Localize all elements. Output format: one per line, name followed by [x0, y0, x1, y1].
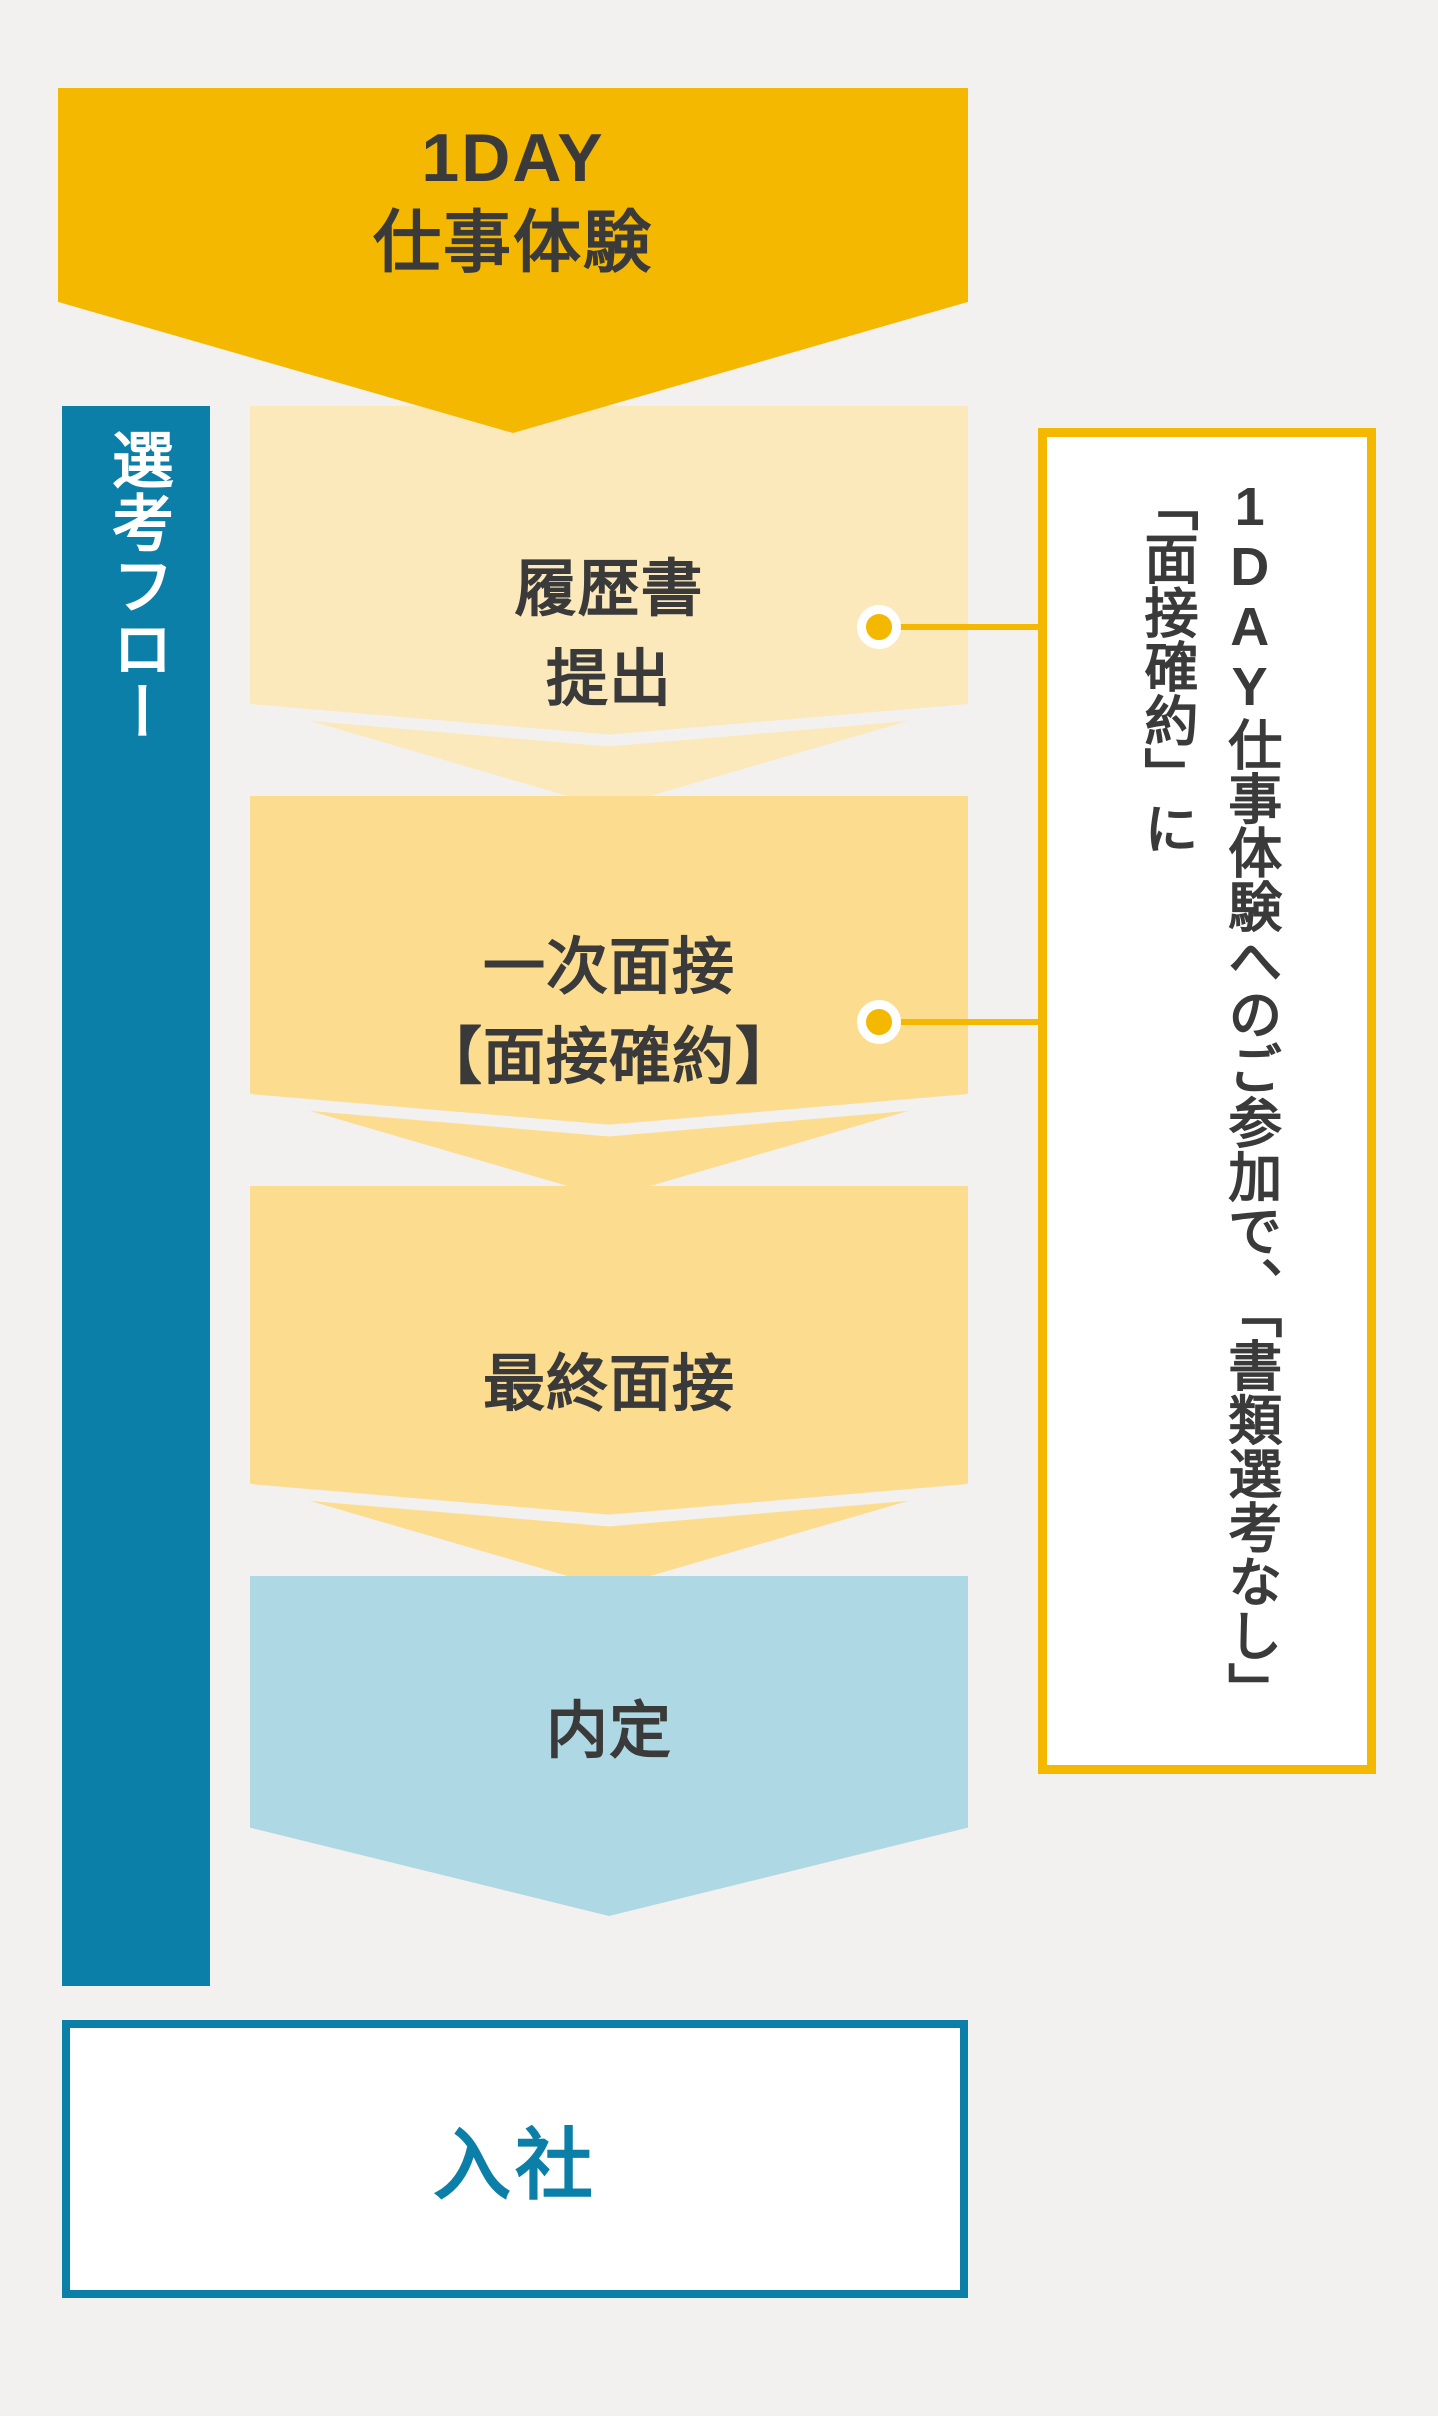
- flow-step-first-interview-line-2: 【面接確約】: [419, 1023, 798, 1092]
- callout-connector-dot-1: [857, 605, 901, 649]
- flow-step-final-interview-label: 最終面接: [483, 1340, 735, 1430]
- flow-step-offer-line-1: 内定: [545, 1697, 672, 1767]
- entry-joining-label: 入社: [432, 2121, 597, 2209]
- callout-connector-dot-2: [857, 1000, 901, 1044]
- entry-joining-box: 入社: [62, 2020, 968, 2298]
- banner-line-2: 仕事体験: [372, 205, 653, 281]
- flow-step-resume-line-2: 提出: [545, 645, 672, 714]
- benefit-callout-box: 1DAY仕事体験へのご参加で、「書類選考なし」「面接確約」に: [1038, 428, 1376, 1774]
- flow-step-resume-label: 履歴書 提出: [514, 545, 703, 725]
- flow-step-final-interview-line-1: 最終面接: [482, 1350, 735, 1420]
- selection-flow-label: 選考フロー: [101, 428, 171, 743]
- banner-line-1: 1DAY: [421, 120, 605, 196]
- flow-step-first-interview-line-1: 一次面接: [482, 933, 735, 1003]
- callout-connector-line-1: [900, 624, 1052, 630]
- benefit-callout-text: 1DAY仕事体験へのご参加で、「書類選考なし」「面接確約」に: [1136, 477, 1280, 1716]
- flow-step-final-interview: 最終面接: [250, 1186, 968, 1588]
- flow-step-offer: 内定: [250, 1576, 968, 1916]
- flow-step-first-interview-label: 一次面接 【面接確約】: [420, 923, 798, 1103]
- selection-flow-sidebar: 選考フロー: [62, 406, 210, 1986]
- one-day-work-experience-banner: 1DAY 仕事体験: [58, 88, 968, 433]
- flow-step-first-interview: 一次面接 【面接確約】: [250, 796, 968, 1198]
- flow-step-offer-label: 内定: [546, 1687, 672, 1777]
- flow-step-resume-line-1: 履歴書: [514, 555, 704, 625]
- callout-connector-line-2: [900, 1019, 1052, 1025]
- flow-step-resume: 履歴書 提出: [250, 406, 968, 808]
